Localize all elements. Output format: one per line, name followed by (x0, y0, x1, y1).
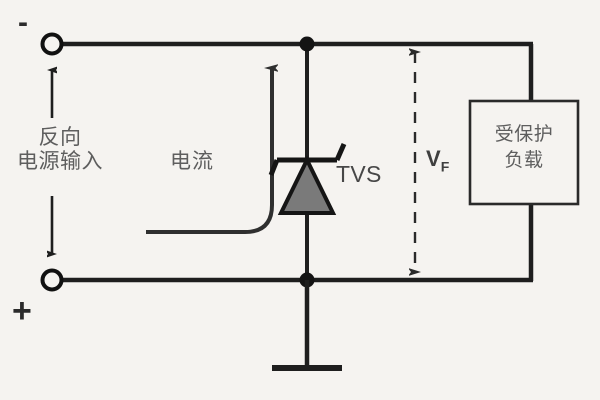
positive-terminal-circle (40, 268, 64, 292)
positive-polarity-label: + (12, 292, 32, 330)
forward-voltage-label: VF (426, 146, 450, 175)
junction-dot-top (299, 36, 315, 52)
current-flow-arrow (146, 68, 272, 234)
negative-polarity-label: - (18, 6, 28, 39)
tvs-component-label: TVS (336, 161, 382, 187)
reverse-supply-input-label: 反向 电源输入 (17, 126, 103, 173)
vf-symbol-text: V (426, 146, 441, 171)
vf-subscript-text: F (440, 158, 450, 175)
negative-terminal-circle (40, 32, 64, 56)
current-label: 电流 (170, 150, 214, 173)
protected-load-label: 受保护 负载 (494, 124, 554, 171)
protected-load-box (468, 99, 580, 206)
tvs-diode-symbol (268, 142, 347, 215)
